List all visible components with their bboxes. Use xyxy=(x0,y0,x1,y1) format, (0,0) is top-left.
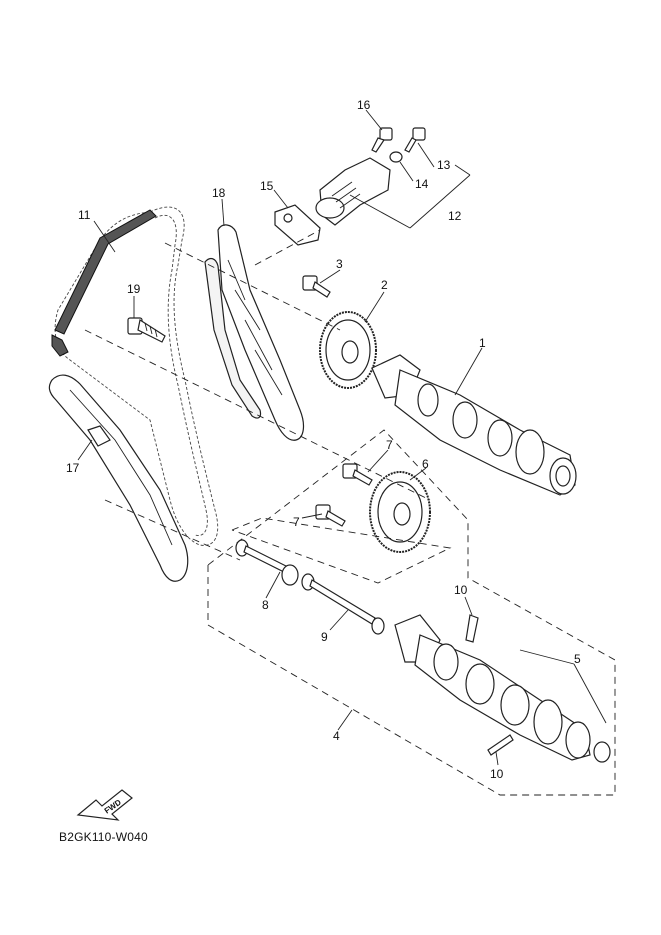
callout-1: 1 xyxy=(479,336,486,350)
camshaft-5 xyxy=(394,614,611,763)
shaft-8 xyxy=(235,539,299,586)
callout-7-upper: 7 xyxy=(386,438,393,452)
chain-tensioner-assembly xyxy=(274,127,426,246)
callout-10-upper: 10 xyxy=(454,583,468,597)
callout-3: 3 xyxy=(336,257,343,271)
callout-2: 2 xyxy=(381,278,388,292)
pin-10-upper xyxy=(465,614,479,643)
callout-12: 12 xyxy=(448,209,462,223)
diagram-code: B2GK110-W040 xyxy=(59,830,148,844)
assembly-boundary-lines xyxy=(84,229,616,796)
callout-11: 11 xyxy=(78,208,91,222)
bolt-7-lower xyxy=(315,504,346,527)
camshaft-1 xyxy=(371,354,577,496)
callout-15: 15 xyxy=(260,179,274,193)
timing-chain xyxy=(51,206,219,546)
chain-guide-lower xyxy=(48,374,189,582)
callout-18: 18 xyxy=(212,186,226,200)
callout-labels: 1 2 3 4 5 6 7 7 8 9 10 10 11 12 13 14 15… xyxy=(66,98,581,781)
fwd-arrow: FWD xyxy=(76,789,133,821)
bolt-3 xyxy=(302,275,331,298)
leader-lines xyxy=(77,109,607,766)
callout-13: 13 xyxy=(437,158,451,172)
bolt-19 xyxy=(127,317,166,343)
callout-16: 16 xyxy=(357,98,371,112)
callout-8: 8 xyxy=(262,598,269,612)
shaft-9 xyxy=(301,573,385,635)
callout-9: 9 xyxy=(321,630,328,644)
callout-14: 14 xyxy=(415,177,429,191)
callout-7-lower: 7 xyxy=(293,515,300,529)
callout-4: 4 xyxy=(333,729,340,743)
chain-guide-upper xyxy=(204,224,305,441)
callout-19: 19 xyxy=(127,282,141,296)
cam-sprocket-6 xyxy=(369,471,431,553)
callout-6: 6 xyxy=(422,457,429,471)
callout-17: 17 xyxy=(66,461,80,475)
callout-5: 5 xyxy=(574,652,581,666)
cam-sprocket-2 xyxy=(319,311,377,389)
callout-10-lower: 10 xyxy=(490,767,504,781)
pin-10-lower xyxy=(487,734,514,756)
bolt-7-upper xyxy=(342,463,373,486)
